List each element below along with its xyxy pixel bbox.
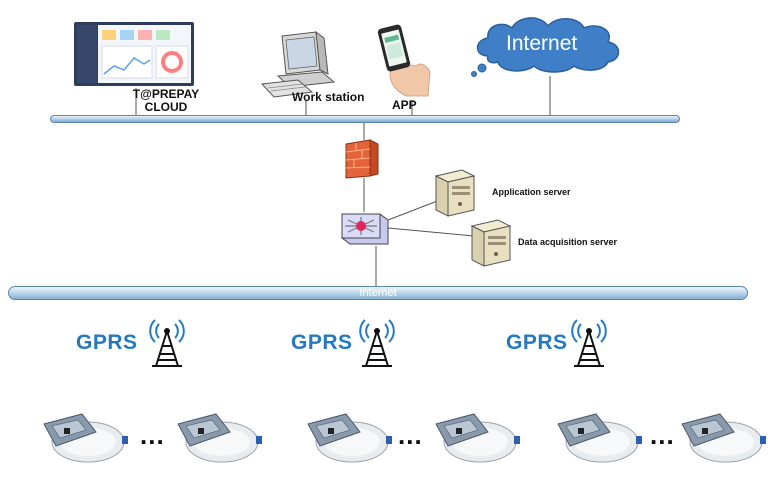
antenna-tower-icon: [571, 319, 607, 367]
top-network-bus: [50, 115, 680, 123]
internet-cloud-node: Internet: [470, 14, 630, 78]
gprs-label: GPRS: [76, 331, 138, 354]
water-meter-icon: [177, 413, 262, 463]
meter-ellipsis: ...: [140, 420, 165, 450]
water-meter-icon: [43, 413, 128, 463]
cloud-platform-node: [74, 22, 194, 90]
meter-ellipsis: ...: [398, 420, 423, 450]
cloud-icon: [471, 17, 620, 77]
core-switch-node: [336, 208, 392, 248]
screen-dashboard-icon: [74, 22, 194, 86]
switch-icon: [341, 213, 389, 245]
meter-2: [172, 410, 262, 466]
application-server-node: [432, 166, 478, 218]
meter-1: [38, 410, 128, 466]
data-acquisition-server-node: [468, 216, 514, 268]
firewall-icon: [345, 139, 379, 179]
server-icon: [470, 219, 512, 267]
workstation-node: [258, 30, 338, 100]
water-meter-icon: [681, 413, 766, 463]
gprs-tower-1: [146, 318, 188, 368]
internet-bus: Internet: [8, 286, 748, 300]
gprs-tower-3: [568, 318, 610, 368]
server-icon: [434, 169, 476, 217]
meter-3: [302, 410, 392, 466]
gprs-label: GPRS: [506, 331, 568, 354]
cloud-platform-label: T@PREPAY CLOUD: [132, 87, 200, 114]
application-server-label: Application server: [492, 187, 571, 197]
firewall-node: [342, 136, 382, 180]
data-acquisition-server-label: Data acquisition server: [518, 237, 618, 247]
workstation-label: Work station: [292, 90, 365, 104]
computer-icon: [260, 30, 336, 98]
app-node: [376, 22, 436, 98]
internet-cloud-label: Internet: [506, 32, 578, 55]
antenna-tower-icon: [359, 319, 395, 367]
water-meter-icon: [435, 413, 520, 463]
meter-ellipsis: ...: [650, 420, 675, 450]
meter-6: [676, 410, 766, 466]
gprs-tower-2: [356, 318, 398, 368]
water-meter-icon: [557, 413, 642, 463]
smartphone-icon: [377, 24, 431, 97]
app-label: APP: [392, 98, 417, 112]
meter-4: [430, 410, 520, 466]
gprs-label: GPRS: [291, 331, 353, 354]
water-meter-icon: [307, 413, 392, 463]
antenna-tower-icon: [149, 319, 185, 367]
internet-bus-label: Internet: [359, 287, 397, 299]
meter-5: [552, 410, 642, 466]
